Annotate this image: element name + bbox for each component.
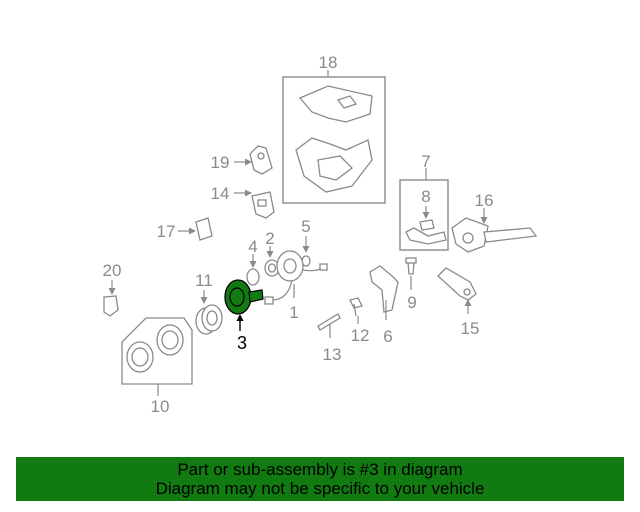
callout-16: 16 — [475, 191, 494, 210]
part-19-clip[interactable] — [249, 145, 273, 175]
part-18-column-covers[interactable] — [282, 76, 386, 204]
banner-line-disclaimer: Diagram may not be specific to your vehi… — [155, 479, 485, 498]
callout-11: 11 — [195, 271, 213, 290]
info-banner: Part or sub-assembly is #3 in diagram Di… — [16, 457, 624, 501]
callout-9: 9 — [407, 293, 416, 312]
part-12-bolt[interactable] — [349, 297, 363, 317]
part-20-bracket[interactable] — [103, 295, 119, 317]
callout-2: 2 — [265, 229, 274, 248]
callout-4: 4 — [248, 237, 257, 256]
parts-diagram: 18 19 14 17 4 2 5 — [103, 53, 538, 416]
callout-15: 15 — [461, 319, 480, 338]
part-1-clock-spring[interactable] — [264, 250, 328, 305]
part-9-screw[interactable] — [405, 257, 417, 275]
callout-20: 20 — [103, 261, 122, 280]
callout-1: 1 — [289, 303, 298, 322]
callout-8: 8 — [421, 187, 430, 206]
callout-10: 10 — [151, 397, 170, 416]
callout-19: 19 — [211, 153, 230, 172]
callout-7: 7 — [421, 152, 430, 171]
callout-13: 13 — [323, 345, 342, 364]
part-4-ring[interactable] — [246, 268, 260, 286]
part-3-highlighted[interactable] — [224, 279, 264, 315]
callout-12: 12 — [351, 326, 370, 345]
callout-5: 5 — [301, 217, 310, 236]
part-15-wiper-switch[interactable] — [437, 267, 477, 301]
banner-line-part-number: Part or sub-assembly is #3 in diagram — [177, 460, 463, 479]
callout-6: 6 — [383, 327, 392, 346]
part-14-bracket[interactable] — [251, 191, 275, 219]
callout-18: 18 — [319, 53, 338, 72]
part-17-relay[interactable] — [195, 217, 213, 241]
part-2-bushing[interactable] — [264, 259, 280, 277]
part-6-switch[interactable] — [369, 265, 399, 313]
callout-14: 14 — [211, 184, 230, 203]
part-10-housing[interactable] — [121, 317, 193, 385]
part-11-bearing[interactable] — [195, 304, 223, 335]
callout-17: 17 — [157, 222, 176, 241]
part-16-turn-signal-switch[interactable] — [451, 217, 538, 253]
part-7-lever-kit[interactable] — [399, 179, 449, 251]
part-13-pin[interactable] — [317, 313, 341, 331]
callout-3: 3 — [237, 333, 247, 353]
